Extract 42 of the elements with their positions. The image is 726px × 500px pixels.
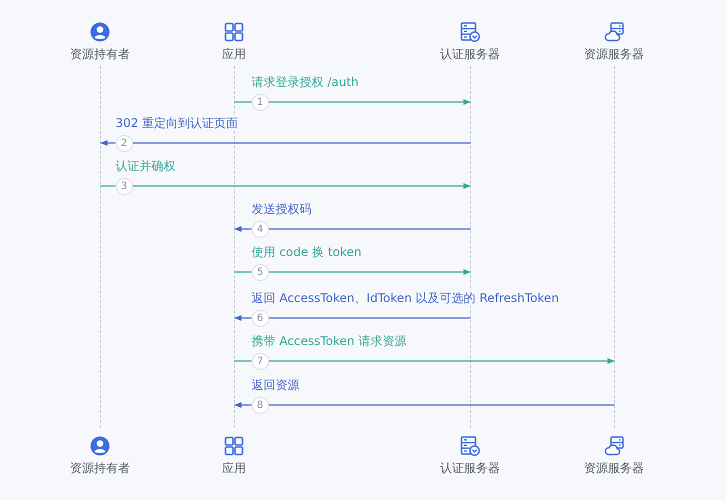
step-number: 5 (252, 264, 268, 280)
edge-label: 使用 code 换 token (250, 245, 364, 260)
step-number: 2 (116, 134, 132, 152)
connector-line (234, 271, 252, 273)
arrow (268, 358, 614, 364)
participant-name: 资源服务器 (584, 47, 644, 62)
connector-line (268, 404, 614, 406)
connector-line (234, 101, 252, 103)
edge-label: 发送授权码 (250, 202, 314, 217)
edge-label: 返回 AccessToken、IdToken 以及可选的 RefreshToken (250, 291, 561, 306)
arrow (268, 99, 470, 105)
edge-label: 返回资源 (250, 378, 302, 393)
connector-line (234, 360, 252, 362)
edge-label: 携带 AccessToken 请求资源 (250, 334, 408, 349)
arrow (100, 140, 116, 146)
edge-label: 认证并确权 (114, 159, 178, 174)
participant-name: 资源持有者 (70, 47, 130, 62)
participant-name: 应用 (222, 47, 246, 62)
arrow (234, 315, 252, 321)
connector-line (100, 185, 116, 187)
step-number: 1 (252, 94, 268, 110)
arrow (234, 402, 252, 408)
connector-line (268, 317, 470, 319)
participant-name: 认证服务器 (440, 47, 500, 62)
edge-label: 302 重定向到认证页面 (114, 116, 240, 131)
step-number: 6 (252, 310, 268, 326)
step-number: 7 (252, 352, 268, 370)
participant-name: 资源持有者 (70, 461, 130, 476)
step-number: 3 (116, 178, 132, 194)
connector-line (268, 228, 470, 230)
participant-name: 资源服务器 (584, 461, 644, 476)
step-number: 4 (252, 220, 268, 238)
lifeline (100, 66, 101, 428)
lifeline (614, 66, 615, 428)
edge-label: 请求登录授权 /auth (250, 75, 361, 90)
participant-name: 应用 (222, 461, 246, 476)
connector-line (132, 142, 470, 144)
arrow (268, 269, 470, 275)
arrow (132, 183, 470, 189)
participant-name: 认证服务器 (440, 461, 500, 476)
arrow (234, 226, 252, 232)
step-number: 8 (252, 396, 268, 414)
